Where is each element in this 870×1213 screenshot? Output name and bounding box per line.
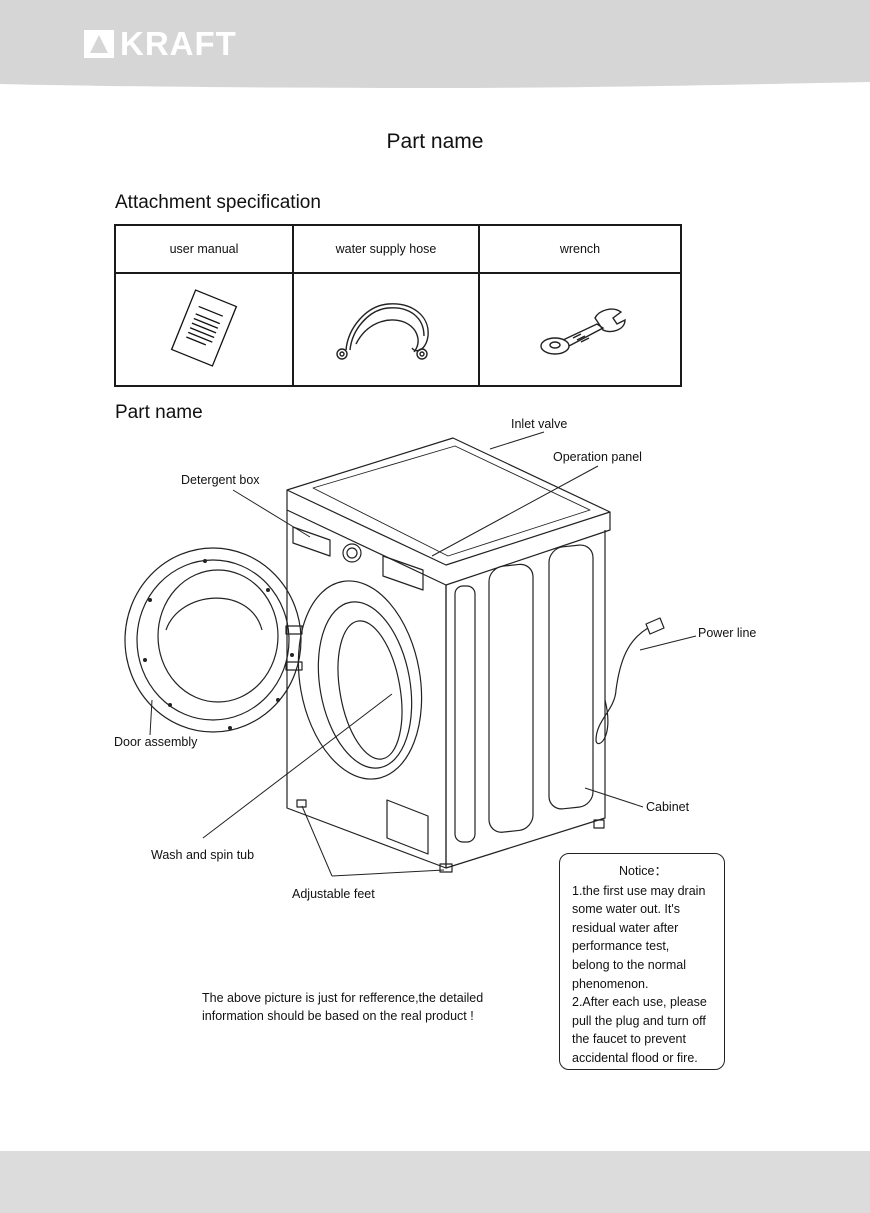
kraft-logo-icon [84, 30, 114, 58]
table-header-row: user manual water supply hose wrench [114, 224, 682, 274]
label-inlet-valve: Inlet valve [511, 417, 568, 431]
notice-line: some water out. It's [572, 902, 680, 917]
user-manual-cell [114, 272, 294, 387]
user-manual-icon [170, 289, 238, 367]
part-section-title: Part name [115, 402, 203, 423]
water-supply-hose-cell [292, 272, 480, 387]
attachment-section-title: Attachment specification [115, 192, 321, 213]
wrench-cell [478, 272, 682, 387]
label-cabinet: Cabinet [646, 800, 690, 814]
power-cord-shape [595, 627, 649, 745]
brand-logo: KRAFT [84, 25, 237, 62]
disclaimer-line: information should be based on the real … [202, 1009, 474, 1023]
label-operation-panel: Operation panel [553, 450, 642, 464]
leader-power-line [639, 635, 697, 651]
notice-line: accidental flood or fire. [572, 1050, 698, 1065]
label-adjustable-feet: Adjustable feet [292, 887, 375, 901]
label-detergent-box: Detergent box [181, 473, 260, 487]
notice-line: performance test, [572, 939, 670, 954]
notice-line: the faucet to prevent [572, 1032, 686, 1047]
leader-cabinet [584, 787, 644, 808]
door-shape [124, 547, 302, 733]
label-wash-tub: Wash and spin tub [151, 848, 255, 862]
leader-wash-tub [202, 693, 393, 839]
notice-line: 1.the first use may drain [572, 883, 706, 898]
leader-detergent-box [232, 489, 311, 538]
col-water-supply-hose: water supply hose [292, 224, 480, 274]
notice-line: belong to the normal [572, 957, 686, 972]
col-wrench: wrench [478, 224, 682, 274]
leader-feet-1 [301, 805, 333, 877]
notice-title: Notice： [619, 864, 667, 878]
notice-box: Notice： 1.the first use may drain some w… [559, 853, 725, 1070]
label-power-line: Power line [698, 626, 757, 640]
notice-line: residual water after [572, 920, 679, 935]
col-user-manual: user manual [114, 224, 294, 274]
detergent-box-shape [292, 526, 331, 557]
attachment-table: user manual water supply hose wrench [114, 224, 682, 387]
notice-line: phenomenon. [572, 976, 649, 991]
table-image-row [114, 272, 682, 387]
footer-band [0, 1151, 870, 1213]
leader-inlet-valve [489, 431, 545, 450]
water-supply-hose-icon [336, 303, 429, 360]
disclaimer: The above picture is just for refference… [202, 989, 522, 1025]
wrench-icon [540, 308, 626, 355]
notice-line: pull the plug and turn off [572, 1013, 706, 1028]
notice-line: 2.After each use, please [572, 995, 707, 1010]
header-band: KRAFT [0, 0, 870, 90]
brand-name: KRAFT [120, 25, 237, 62]
machine-side [445, 530, 606, 869]
leader-door-assembly [149, 699, 153, 736]
leader-feet-2 [331, 869, 445, 877]
leader-operation-panel [431, 465, 599, 557]
disclaimer-line: The above picture is just for refference… [202, 991, 484, 1005]
page-title: Part name [386, 130, 484, 153]
label-door-assembly: Door assembly [114, 735, 198, 749]
